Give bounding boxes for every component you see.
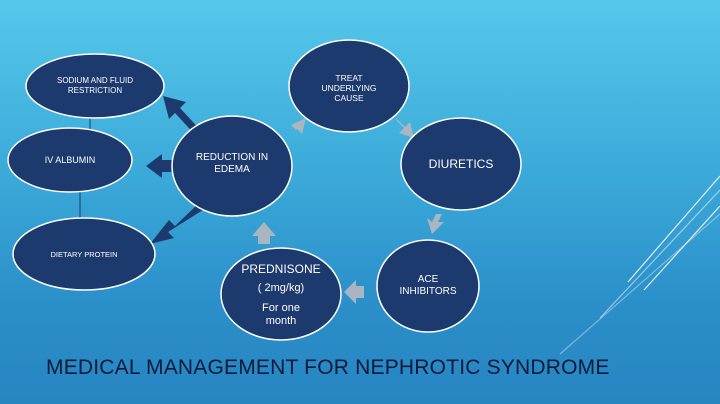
node-treat-line-1: TREAT [335,72,363,83]
arrow-treat-to-diuretics [396,119,414,138]
node-sodium-circle [25,53,165,119]
node-prednisone-line-3: For one [262,301,300,314]
node-treat-line-2: UNDERLYING [321,82,377,93]
arrow-reduction-to-treat [288,118,306,138]
node-reduction-label: REDUCTION IN EDEMA [178,140,286,188]
node-prednisone-line-2: ( 2mg/kg) [257,282,305,295]
node-ace-circle [376,239,480,333]
node-reduction-line-2: EDEMA [214,164,250,175]
node-albumin-line-1: IV ALBUMIN [44,154,96,165]
node-dietary-circle [12,217,156,291]
node-prednisone-line-1: PREDNISONE [241,262,321,277]
arrow-prednisone-to-reduction [252,222,276,244]
arrow-ace-to-prednisone [344,280,364,304]
node-albumin-label: IV ALBUMIN [16,140,124,180]
node-ace-label: ACE INHIBITORS [380,264,476,308]
node-sodium-line-1: SODIUM AND FLUID [56,76,133,86]
node-prednisone-line-4: month [265,314,297,327]
node-treat-line-3: CAUSE [334,93,364,104]
node-treat-label: TREAT UNDERLYING CAUSE [298,62,400,114]
node-reduction-line-1: REDUCTION IN [195,152,269,163]
arrow-to-dietary [150,202,206,244]
node-ace-line-1: ACE [417,274,439,285]
node-sodium-label: SODIUM AND FLUID RESTRICTION [32,64,158,108]
node-diuretics-label: DIURETICS [404,142,518,186]
node-albumin-circle [7,127,133,193]
node-prednisone-circle [220,247,342,341]
node-diuretics-circle [400,117,522,211]
decorative-lines [559,175,720,355]
node-reduction-circle [171,115,293,217]
slide-title: MEDICAL MANAGEMENT FOR NEPHROTIC SYNDROM… [46,356,610,379]
node-sodium-line-2: RESTRICTION [67,86,123,95]
node-ace-line-2: INHIBITORS [399,286,457,297]
node-prednisone-label: PREDNISONE ( 2mg/kg) For one month [226,254,336,336]
node-dietary-label: DIETARY PROTEIN [24,234,144,274]
node-diuretics-line-1: DIURETICS [428,156,494,171]
node-treat-circle [288,39,410,133]
arrow-diuretics-to-ace [427,214,444,234]
node-dietary-line-1: DIETARY PROTEIN [50,249,118,259]
